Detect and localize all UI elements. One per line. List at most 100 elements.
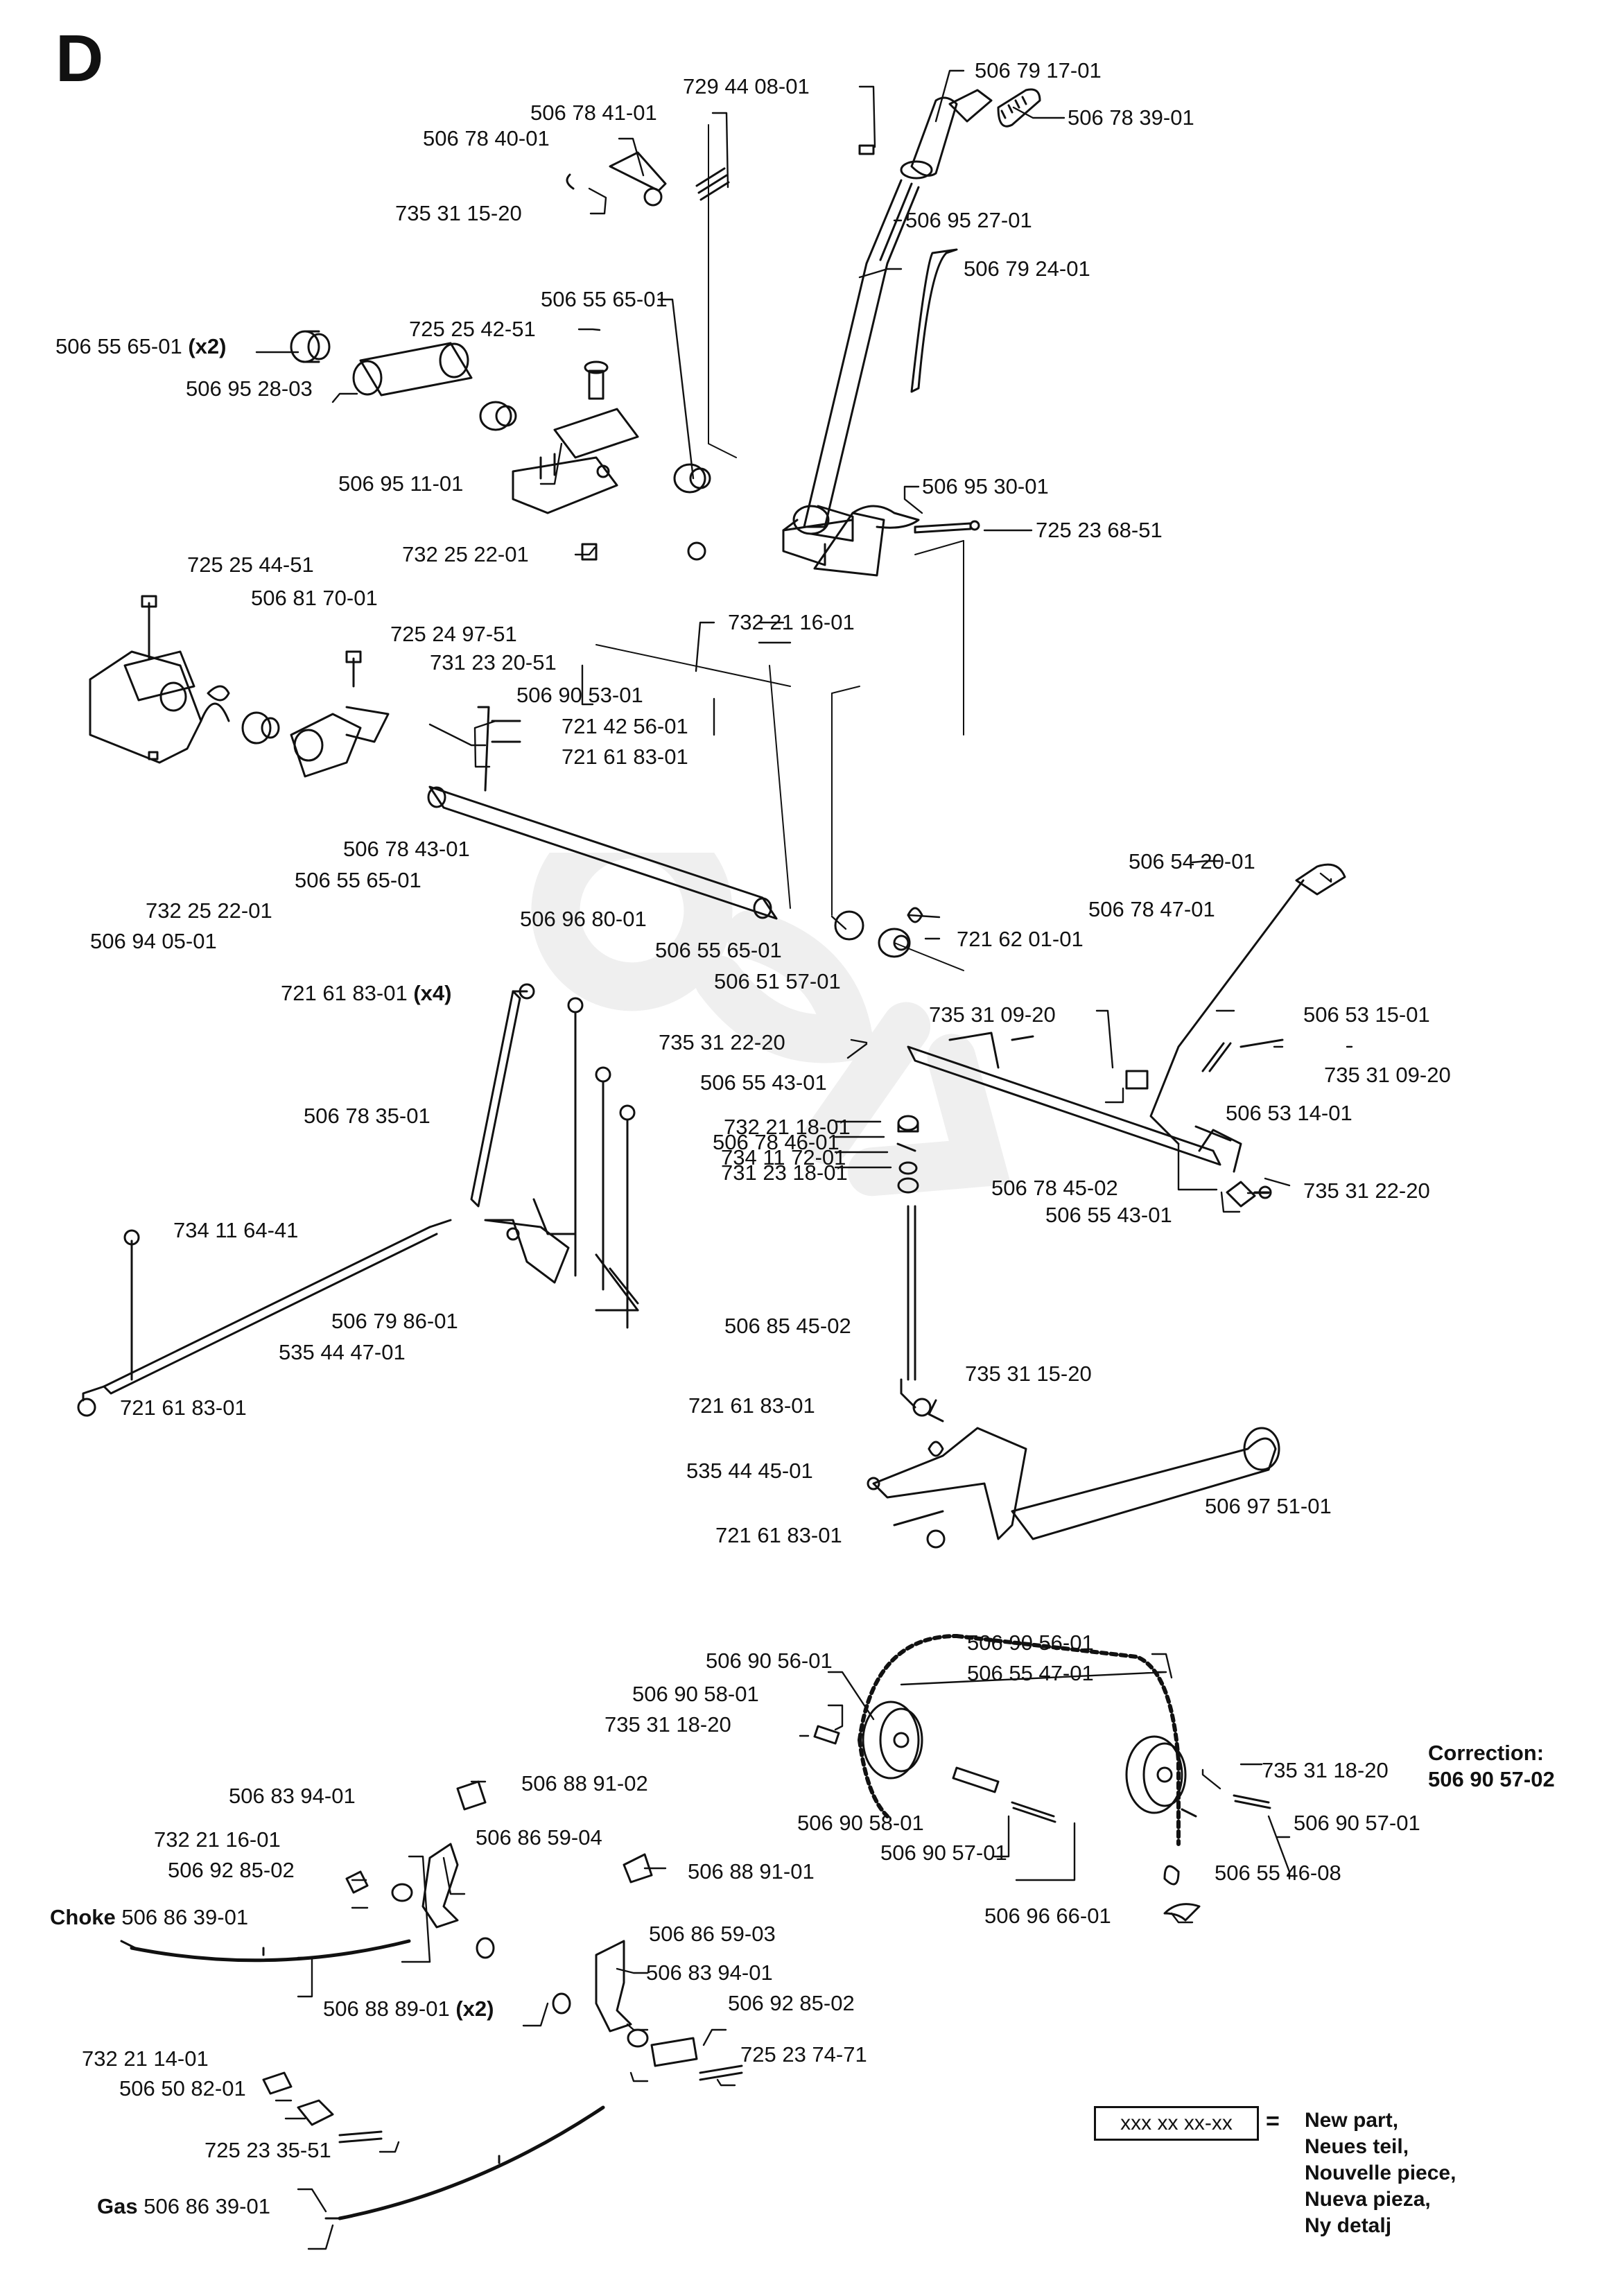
part-label: 506 95 30-01 [922, 474, 1049, 498]
part-label: 506 88 89-01 (x2) [323, 1997, 494, 2021]
part-label: 506 92 85-02 [728, 1991, 855, 2015]
part-label: 735 31 22-20 [1303, 1179, 1430, 1203]
part-label: 732 25 22-01 [402, 542, 529, 566]
part-label: 506 97 51-01 [1205, 1494, 1332, 1518]
legend-line: Nouvelle piece, [1305, 2162, 1456, 2184]
center-stack [896, 1115, 919, 1409]
part-label: 506 88 91-01 [688, 1859, 815, 1884]
part-label: 506 95 27-01 [905, 208, 1032, 232]
part-label: 506 96 66-01 [984, 1904, 1111, 1928]
part-label: 506 96 80-01 [520, 907, 647, 931]
long-shaft [427, 706, 778, 920]
tube-bushings [290, 330, 711, 561]
part-label: 506 79 17-01 [975, 58, 1102, 82]
part-label: 506 79 86-01 [331, 1309, 458, 1333]
part-label: 506 83 94-01 [646, 1960, 773, 1985]
part-label: 725 25 44-51 [187, 553, 314, 577]
legend-text: New part, Neues teil, Nouvelle piece, Nu… [1305, 2107, 1456, 2239]
shaft-assembly-left [89, 595, 390, 778]
section-letter: D [55, 21, 104, 96]
part-label: 535 44 45-01 [686, 1459, 813, 1483]
correction-title: Correction: [1428, 1741, 1545, 1765]
part-label: 732 21 14-01 [82, 2046, 209, 2071]
part-label: 506 55 43-01 [1045, 1203, 1172, 1227]
part-label: 732 21 16-01 [154, 1827, 281, 1852]
part-label: Gas 506 86 39-01 [97, 2194, 270, 2219]
part-label: 734 11 64-41 [173, 1218, 299, 1242]
part-label: 735 31 15-20 [965, 1362, 1092, 1386]
chain-drive [813, 1634, 1271, 1886]
part-label: 725 24 97-51 [390, 622, 517, 646]
part-label: 735 31 18-20 [604, 1712, 731, 1737]
part-number: 506 86 39-01 [143, 2194, 270, 2218]
part-label: 506 79 24-01 [964, 256, 1090, 281]
part-label: 506 78 47-01 [1088, 897, 1215, 921]
part-label: 506 95 28-03 [186, 376, 313, 401]
part-quantity: (x2) [188, 334, 227, 358]
part-label: 721 61 83-01 [120, 1395, 247, 1420]
part-label: 506 55 47-01 [967, 1661, 1094, 1685]
legend-line: New part, [1305, 2109, 1399, 2132]
part-label: 729 44 08-01 [683, 74, 810, 98]
part-label: 506 55 65-01 [295, 868, 421, 892]
lower-right-linkage [867, 1398, 1280, 1549]
left-rods [77, 983, 639, 1417]
part-label: 735 31 09-20 [1324, 1063, 1451, 1087]
part-label: 731 23 18-01 [721, 1160, 848, 1185]
part-label: 721 61 83-01 [715, 1523, 842, 1547]
part-label: 732 21 16-01 [728, 610, 855, 634]
part-label: 731 23 20-51 [430, 650, 557, 675]
correction-note: Correction: 506 90 57-02 [1428, 1740, 1555, 1793]
part-prefix: Choke [50, 1905, 116, 1929]
legend-line: Nueva pieza, [1305, 2188, 1431, 2211]
part-label: 506 54 20-01 [1129, 849, 1255, 873]
part-label: 506 92 85-02 [168, 1858, 295, 1882]
part-label: 725 23 68-51 [1036, 518, 1163, 542]
part-label: 506 78 46-01 [713, 1130, 840, 1154]
part-label: 732 25 22-01 [146, 898, 272, 923]
part-label: 721 62 01-01 [957, 927, 1084, 951]
part-label: 732 21 18-01 [724, 1115, 851, 1139]
handle-assembly [782, 88, 1041, 566]
part-label: 506 78 45-02 [991, 1176, 1118, 1200]
part-label: 735 31 15-20 [395, 201, 522, 225]
right-linkage [834, 863, 1346, 1208]
part-number: 506 86 39-01 [121, 1905, 249, 1929]
leader-lines [255, 69, 1353, 1213]
part-prefix: Gas [97, 2194, 138, 2218]
part-label: 735 31 09-20 [929, 1002, 1056, 1027]
part-label: 506 53 15-01 [1303, 1002, 1430, 1027]
part-label: 506 55 65-01 [541, 287, 668, 311]
part-label: 506 78 39-01 [1068, 105, 1194, 130]
part-label: 506 55 43-01 [700, 1070, 827, 1095]
part-label: 506 78 41-01 [530, 101, 657, 125]
part-label: 506 90 57-01 [880, 1841, 1007, 1865]
part-label: 506 94 05-01 [90, 929, 217, 953]
part-quantity: (x4) [413, 981, 452, 1005]
part-label: 506 55 65-01 [655, 938, 782, 962]
bottom-clip [1163, 1903, 1201, 1922]
part-label: 725 25 42-51 [409, 317, 536, 341]
part-label: 506 88 91-02 [521, 1771, 648, 1795]
part-label: 506 81 70-01 [251, 586, 378, 610]
legend-sample-box: xxx xx xx-xx [1094, 2106, 1259, 2141]
part-label: 506 50 82-01 [119, 2076, 246, 2101]
part-label: 535 44 47-01 [279, 1340, 406, 1364]
part-label: 506 86 59-03 [649, 1922, 776, 1946]
part-label: 725 23 74-71 [740, 2042, 867, 2067]
part-label: 721 42 56-01 [562, 714, 688, 738]
part-label: 506 85 45-02 [724, 1314, 851, 1338]
part-number: 506 55 65-01 [55, 334, 182, 358]
throttle-controls [120, 1780, 743, 2220]
part-label: 506 55 46-08 [1215, 1861, 1341, 1885]
legend-line: Neues teil, [1305, 2135, 1409, 2158]
part-label: 506 90 57-01 [1294, 1811, 1420, 1835]
part-label: 735 31 22-20 [659, 1030, 785, 1054]
part-number: 721 61 83-01 [281, 981, 408, 1005]
part-label: 506 90 58-01 [797, 1811, 924, 1835]
part-label: 506 83 94-01 [229, 1784, 356, 1808]
part-label: 506 51 57-01 [714, 969, 841, 993]
part-label: 506 90 56-01 [967, 1630, 1094, 1655]
